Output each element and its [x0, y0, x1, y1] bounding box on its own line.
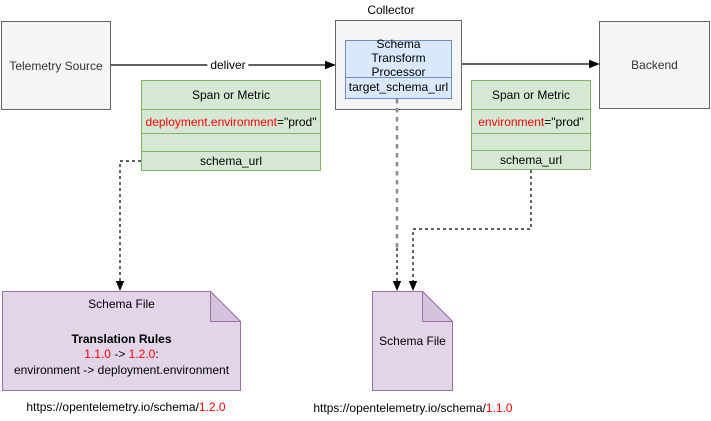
span-right-header: Span or Metric	[491, 88, 571, 102]
schema-file-left-body: Translation Rules 1.1.0 -> 1.2.0: enviro…	[2, 332, 241, 378]
telemetry-source-label: Telemetry Source	[9, 58, 103, 73]
processor-target-schema-url-field: target_schema_url	[346, 77, 451, 98]
schema-url-center: https://opentelemetry.io/schema/1.1.0	[313, 401, 513, 415]
node-schema-file-center: Schema File	[372, 290, 454, 391]
schema-url-left: https://opentelemetry.io/schema/1.2.0	[2, 400, 250, 414]
node-span-or-metric-right: Span or Metric environment="prod" schema…	[471, 80, 591, 170]
span-left-attribute-row: deployment.environment="prod"	[142, 109, 320, 133]
schema-file-left-title: Schema File	[88, 297, 155, 311]
arrowhead-schema-file-center-right-icon	[408, 281, 418, 291]
translation-rules-heading: Translation Rules	[71, 332, 172, 346]
processor-title: Schema Transform Processor	[371, 37, 426, 79]
node-schema-transform-processor: Schema Transform Processor target_schema…	[345, 37, 452, 99]
translation-rule-detail: environment -> deployment.environment	[13, 362, 230, 377]
span-right-attribute-value: ="prod"	[544, 114, 584, 129]
span-left-header: Span or Metric	[191, 88, 271, 102]
schema-url-left-base: https://opentelemetry.io/schema/	[26, 400, 199, 414]
span-right-attribute-row: environment="prod"	[472, 109, 590, 133]
note-shape-left	[2, 290, 242, 391]
span-right-empty-row	[472, 133, 590, 150]
version-suffix: :	[155, 347, 159, 362]
span-right-attribute-key: environment	[478, 114, 545, 129]
deliver-edge-label: deliver	[207, 58, 249, 72]
span-left-empty-row	[142, 133, 320, 151]
node-span-or-metric-left: Span or Metric deployment.environment="p…	[141, 80, 321, 171]
edge-schema-url-left-dashed	[119, 160, 141, 281]
edge-schema-url-right-dashed	[412, 170, 532, 281]
span-left-attribute-value: ="prod"	[276, 114, 317, 129]
schema-file-center-title: Schema File	[379, 334, 446, 348]
schema-url-center-version: 1.1.0	[485, 401, 513, 415]
span-left-attribute-key: deployment.environment	[145, 114, 277, 129]
folded-corner-icon	[422, 290, 454, 322]
schema-url-center-base: https://opentelemetry.io/schema/	[313, 401, 486, 415]
version-from: 1.1.0	[84, 347, 111, 362]
schema-url-left-version: 1.2.0	[198, 400, 226, 414]
note-shape-center	[372, 290, 454, 391]
node-schema-file-left: Schema File Translation Rules 1.1.0 -> 1…	[2, 290, 242, 391]
folded-corner-icon	[210, 290, 242, 322]
backend-label: Backend	[631, 58, 678, 72]
arrowhead-schema-file-center-left-icon	[392, 281, 402, 291]
version-arrow: ->	[110, 347, 129, 362]
translation-rules-versions: 1.1.0 -> 1.2.0:	[2, 347, 241, 362]
span-right-schema-url-field: schema_url	[472, 150, 590, 169]
span-left-schema-url-field: schema_url	[142, 151, 320, 170]
collector-title: Collector	[367, 3, 415, 17]
version-to: 1.2.0	[128, 347, 156, 362]
node-backend: Backend	[599, 21, 710, 109]
arrowhead-schema-file-left-icon	[115, 281, 125, 291]
node-telemetry-source: Telemetry Source	[1, 21, 111, 110]
